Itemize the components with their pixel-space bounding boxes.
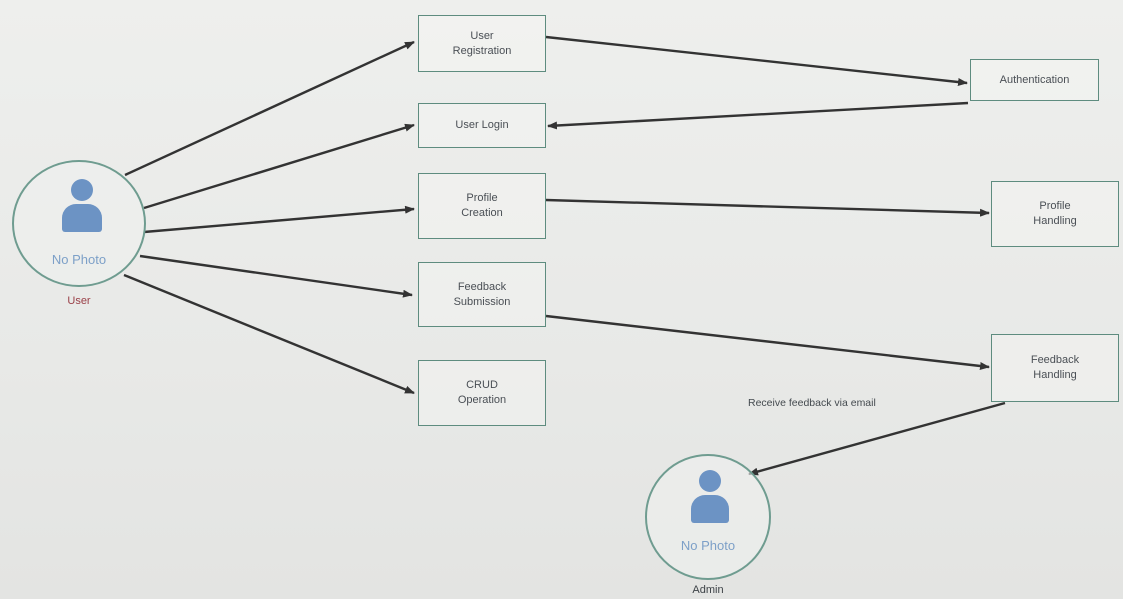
admin-avatar-head-icon (699, 470, 721, 492)
profile-handling-label: Profile Handling (1033, 200, 1077, 227)
arrow-feedback-submission-to-feedback-handling (545, 314, 990, 370)
arrow-user-to-feedback-submission (139, 254, 413, 298)
crud-operation-label: CRUD Operation (457, 379, 507, 406)
arrow-user-to-login (143, 123, 415, 210)
feedback-handling-label: Feedback Handling (1030, 354, 1080, 381)
profile-creation-box: Profile Creation (418, 173, 546, 239)
user-avatar-body-icon (62, 204, 102, 232)
receive-feedback-email-label: Receive feedback via email (748, 397, 876, 409)
admin-actor: No Photo (645, 454, 771, 580)
arrow-user-to-profile-creation (143, 205, 415, 234)
feedback-submission-label: Feedback Submission (453, 280, 511, 308)
admin-avatar-body-icon (691, 495, 729, 523)
admin-photo-placeholder: No Photo (680, 538, 736, 553)
crud-operation-box: CRUD Operation (418, 360, 546, 426)
user-caption: User (67, 295, 91, 307)
user-registration-box: User Registration (418, 15, 546, 72)
arrow-user-to-crud (123, 273, 415, 395)
arrow-registration-to-authentication (545, 35, 968, 86)
arrow-authentication-to-login (547, 101, 969, 130)
authentication-label: Authentication (999, 73, 1070, 86)
profile-creation-label: Profile Creation (461, 192, 503, 219)
arrow-user-to-registration (124, 40, 415, 177)
authentication-box: Authentication (970, 59, 1099, 101)
feedback-handling-box: Feedback Handling (991, 334, 1119, 402)
user-avatar-head-icon (71, 179, 93, 201)
admin-caption: Admin (692, 584, 724, 596)
user-login-box: User Login (418, 103, 546, 148)
profile-handling-box: Profile Handling (991, 181, 1119, 247)
arrow-feedback-handling-to-admin (748, 401, 1006, 476)
user-login-label: User Login (455, 119, 509, 131)
user-registration-label: User Registration (452, 29, 512, 57)
user-photo-placeholder: No Photo (51, 252, 107, 267)
arrow-profile-creation-to-profile-handling (545, 198, 990, 217)
user-actor: No Photo (12, 160, 146, 287)
feedback-submission-box: Feedback Submission (418, 262, 546, 327)
